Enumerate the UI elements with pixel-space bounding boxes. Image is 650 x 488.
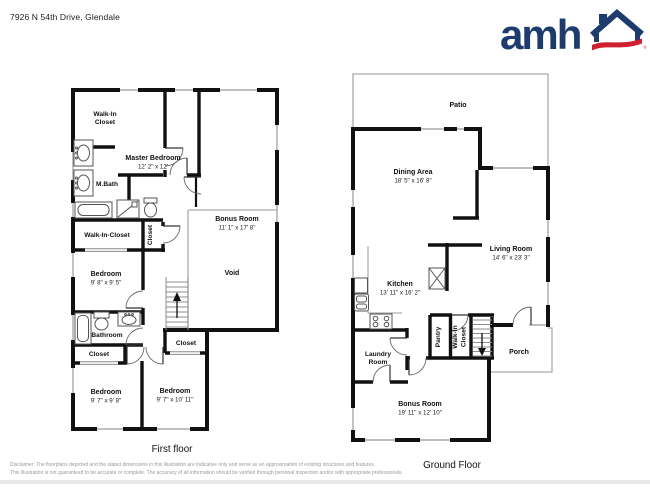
room-label-laundry: Laundry — [365, 351, 391, 358]
toilet — [143, 197, 158, 204]
room-label-bathroom: Bathroom — [91, 332, 122, 339]
master-bath-fixtures — [73, 139, 158, 219]
room-label-kitchen: Kitchen — [387, 281, 413, 288]
logo-registered-mark: ® — [644, 44, 648, 50]
amh-logo: amh ® — [500, 9, 648, 58]
ground-floor-outer-walls — [351, 127, 550, 442]
room-label-bedroom-2: Bedroom — [91, 389, 122, 396]
room-label-closet-mid: Closet — [176, 340, 197, 347]
kitchen-fixtures — [354, 246, 446, 330]
logo-wordmark: amh — [500, 11, 581, 58]
room-label-void: Void — [225, 270, 240, 277]
svg-text:Closet: Closet — [95, 119, 116, 126]
ground-floor-door-leaves — [389, 307, 532, 382]
first-floor-title: First floor — [152, 444, 194, 455]
room-dims-bedroom-2: 9' 7" x 9' 8" — [91, 398, 122, 405]
first-floor-outer-walls — [71, 88, 279, 431]
ground-floor-title: Ground Floor — [423, 460, 481, 471]
room-label-bedroom-1: Bedroom — [91, 271, 122, 278]
room-label-bonus-ground: Bonus Room — [398, 401, 442, 408]
first-floor-door-arcs — [125, 147, 202, 365]
stairs-up — [165, 277, 189, 330]
house-icon: ® — [590, 9, 648, 51]
toilet — [93, 311, 110, 319]
room-label-bedroom-3: Bedroom — [160, 388, 191, 395]
disclaimer-line-1: Disclaimer: The floorplans depicted and … — [10, 462, 376, 468]
first-floor-windows — [72, 89, 278, 430]
ground-floor-door-arcs — [372, 306, 532, 383]
bottom-edge-strip — [0, 480, 650, 484]
room-label-walkin-closet: Walk-In — [93, 111, 116, 118]
logo-swoosh — [592, 38, 642, 51]
room-dims-master-bedroom: 12' 2" x 12' — [138, 164, 168, 171]
room-label-master-bedroom: Master Bedroom — [125, 155, 180, 162]
room-dims-bonus-ground: 19' 11" x 12' 10" — [398, 410, 442, 417]
svg-text:Room: Room — [369, 359, 388, 366]
ground-floor-windows — [352, 128, 549, 441]
room-label-dining: Dining Area — [393, 169, 432, 176]
first-floor-inner-walls — [73, 88, 208, 431]
room-label-closet-left: Closet — [89, 351, 110, 358]
room-dims-living: 14' 6" x 23' 3" — [492, 255, 529, 262]
room-dims-kitchen: 13' 11" x 16' 2" — [380, 290, 420, 297]
room-label-porch: Porch — [509, 349, 529, 356]
sliding-doors-first — [80, 248, 200, 365]
dishwasher — [354, 277, 368, 294]
disclaimer-line-2: This illustration is not guaranteed to b… — [10, 470, 403, 476]
patio-outline — [352, 73, 549, 166]
room-dims-bedroom-1: 9' 8" x 9' 5" — [91, 280, 122, 287]
bathroom-fixtures — [74, 311, 141, 345]
room-label-patio: Patio — [449, 102, 466, 109]
disclaimer: Disclaimer: The floorplans depicted and … — [10, 461, 430, 477]
room-label-walkin-closet-ground: Walk-In — [452, 325, 459, 348]
property-address: 7926 N 54th Drive, Glendale — [10, 12, 120, 22]
room-dims-dining: 18' 5" x 16' 8" — [394, 178, 431, 185]
first-floor-plan: Walk-In Closet Master Bedroom 12' 2" x 1… — [71, 88, 279, 455]
room-dims-bedroom-3: 9' 7" x 10' 11" — [157, 397, 194, 404]
room-label-living: Living Room — [490, 246, 532, 253]
svg-text:Closet: Closet — [461, 326, 468, 347]
room-label-mbath: M.Bath — [96, 181, 118, 188]
room-label-walkin-closet-2: Walk-In-Closet — [84, 232, 130, 239]
ground-floor-plan: Patio Dining Area 18' 5" x 16' 8" Living… — [351, 73, 553, 471]
first-floor-door-leaves — [126, 147, 201, 364]
stairs-down — [473, 319, 492, 357]
room-label-bonus-room: Bonus Room — [215, 216, 259, 223]
stove — [369, 313, 393, 330]
room-label-pantry: Pantry — [435, 326, 442, 347]
room-dims-bonus-room: 11' 1" x 17' 8" — [219, 225, 256, 232]
room-label-closet-upper: Closet — [147, 224, 154, 245]
